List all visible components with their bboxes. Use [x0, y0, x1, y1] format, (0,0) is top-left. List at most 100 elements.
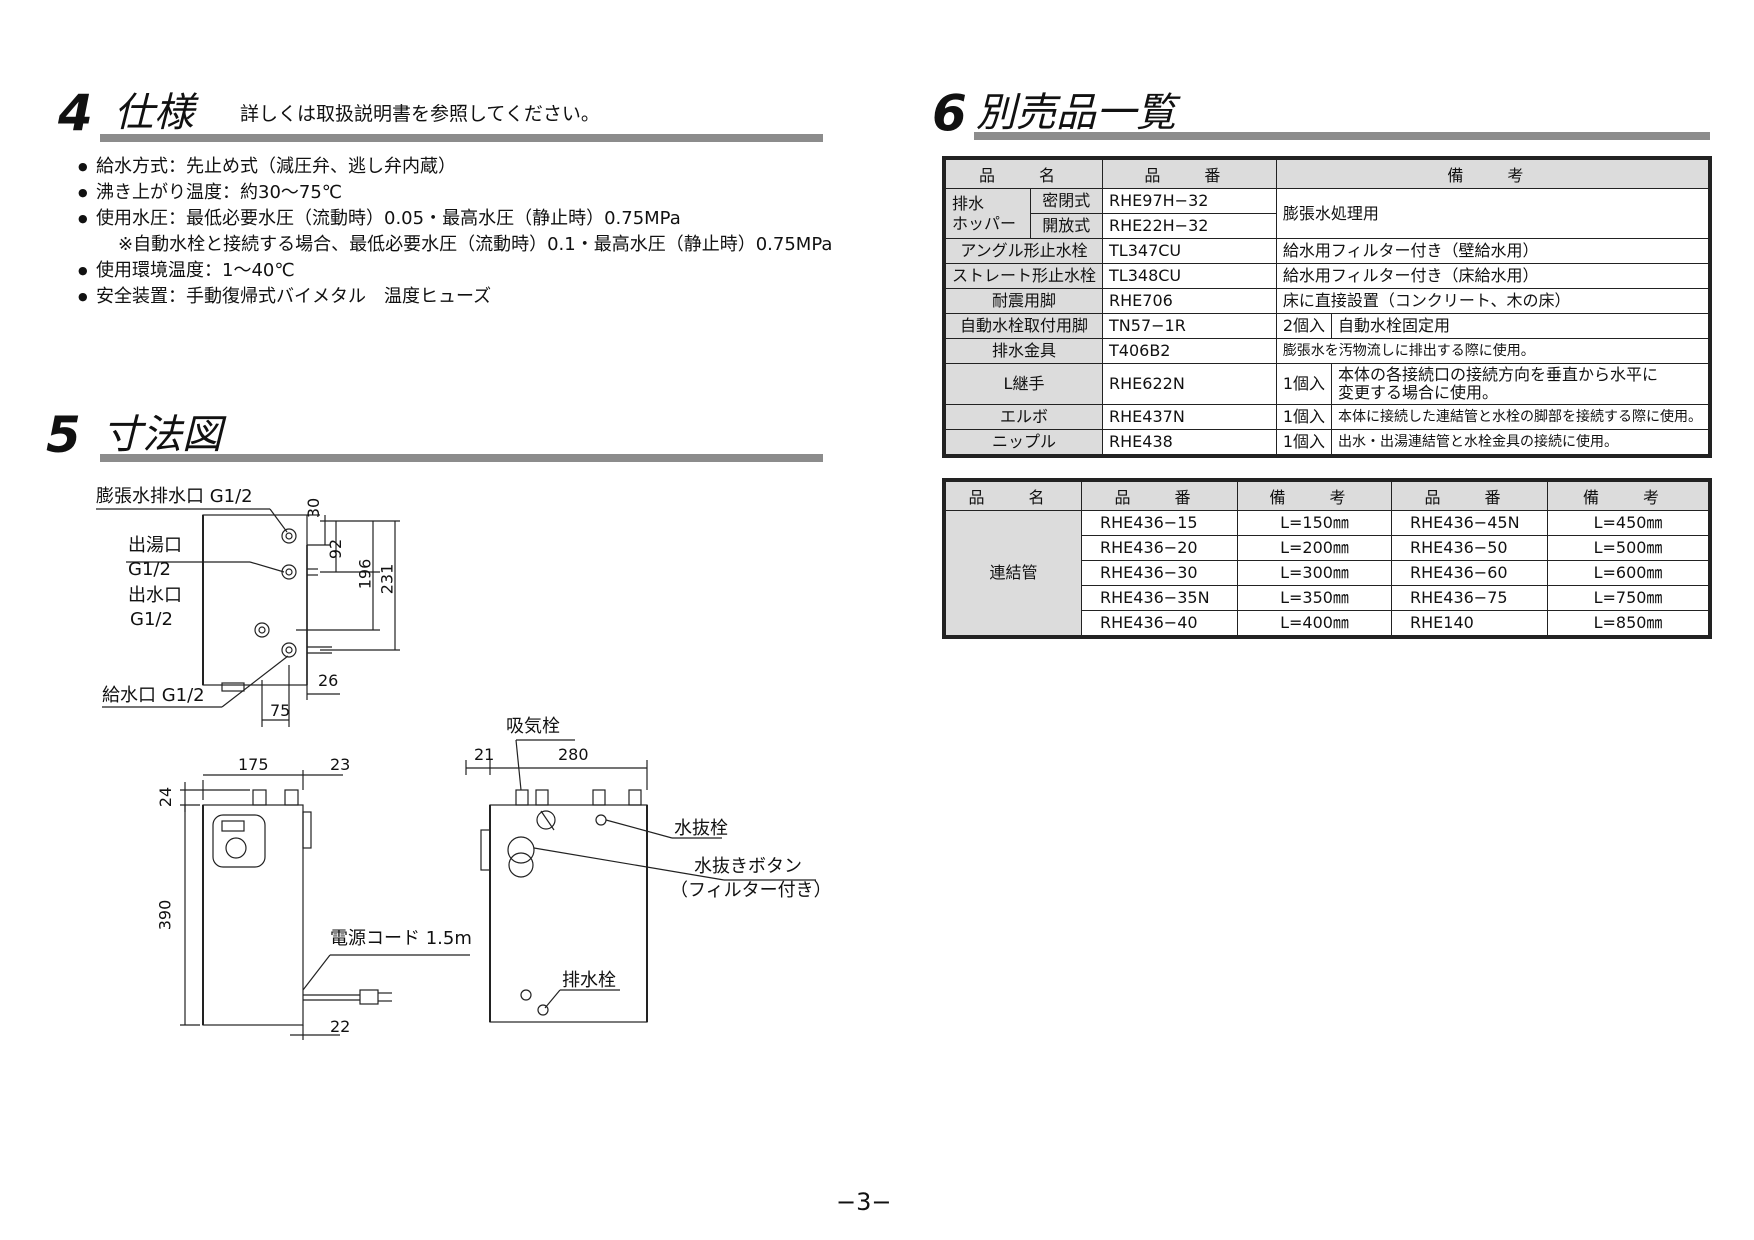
- section-4-header: 4 仕様 詳しくは取扱説明書を参照してください。: [58, 84, 823, 142]
- group-name: 連結管: [945, 510, 1082, 636]
- section-4-subtitle: 詳しくは取扱説明書を参照してください。: [240, 103, 600, 125]
- row-name: ストレート形止水栓: [944, 263, 1104, 289]
- row-name: ニップル: [944, 429, 1104, 455]
- cell-length: L=850㎜: [1547, 610, 1709, 636]
- table-row: エルボ RHE437N 1個入 本体に接続した連結管と水栓の脚部を接続する際に使…: [944, 404, 1709, 430]
- dim-175: 175: [238, 755, 269, 774]
- accessory-table: 品 名 品 番 備 考 排水 ホッパー 密閉式 RHE97H−32 膨張水処理用…: [942, 156, 1712, 458]
- header-code: 品 番: [1102, 159, 1277, 189]
- cell-code: RHE436−50: [1391, 535, 1548, 561]
- row-code: RHE706: [1102, 288, 1277, 314]
- dim-196: 196: [355, 558, 375, 590]
- label-drain-button: 水抜きボタン: [694, 856, 802, 877]
- row-code: TL348CU: [1102, 263, 1277, 289]
- row-qty: 1個入: [1275, 363, 1333, 405]
- cell-code: RHE436−45N: [1391, 510, 1548, 536]
- cell-code: RHE436−20: [1081, 535, 1238, 561]
- spec-item: 沸き上がり温度：約30～75℃: [78, 180, 832, 206]
- row-code: T406B2: [1102, 338, 1277, 364]
- section-6-number: 6: [932, 84, 967, 142]
- row-note-line2: 変更する場合に使用。: [1338, 383, 1499, 402]
- row-qty: 2個入: [1275, 313, 1333, 339]
- section-4-number: 4: [58, 84, 93, 142]
- cell-length: L=150㎜: [1237, 510, 1392, 536]
- row-note: 床に直接設置（コンクリート、木の床）: [1275, 288, 1710, 314]
- table-header: 品 名 品 番 備 考: [944, 159, 1710, 189]
- row-note: 給水用フィルター付き（床給水用）: [1275, 263, 1710, 289]
- page-number: −3−: [836, 1188, 892, 1216]
- table-row: 自動水栓取付用脚 TN57−1R 2個入 自動水栓固定用: [944, 313, 1709, 339]
- label-supply: 給水口 G1/2: [102, 685, 205, 706]
- table-row: L継手 RHE622N 1個入 本体の各接続口の接続方向を垂直から水平に 変更す…: [944, 363, 1709, 405]
- section-5-header: 5 寸法図: [46, 406, 823, 464]
- label-drain-valve: 水抜栓: [674, 818, 728, 839]
- table-row: アングル形止水栓 TL347CU 給水用フィルター付き（壁給水用）: [944, 238, 1710, 264]
- row-name: L継手: [944, 363, 1104, 405]
- connector-table: 品 名 品 番 備 考 品 番 備 考 連結管 RHE436−15 L=150㎜…: [942, 478, 1712, 639]
- row-code: RHE437N: [1102, 404, 1277, 430]
- cell-code: RHE436−75: [1391, 585, 1548, 611]
- dim-231: 231: [377, 563, 397, 595]
- cell-length: L=400㎜: [1237, 610, 1392, 636]
- section-5-bar: [100, 454, 823, 462]
- cell-code: RHE436−40: [1081, 610, 1238, 636]
- cell-code: RHE436−15: [1081, 510, 1238, 536]
- row-note: 本体の各接続口の接続方向を垂直から水平に 変更する場合に使用。: [1331, 363, 1709, 405]
- label-drain-plug: 排水栓: [562, 970, 616, 991]
- spec-item: 安全装置：手動復帰式バイメタル 温度ヒューズ: [78, 284, 832, 310]
- row-note: 給水用フィルター付き（壁給水用）: [1275, 238, 1710, 264]
- cell-length: L=500㎜: [1547, 535, 1709, 561]
- table-row: 耐震用脚 RHE706 床に直接設置（コンクリート、木の床）: [944, 288, 1710, 314]
- dim-92: 92: [326, 538, 346, 560]
- header-note: 備 考: [1237, 481, 1392, 511]
- row-qty: 1個入: [1275, 404, 1333, 430]
- section-5-title: 寸法図: [102, 412, 222, 458]
- hopper-note: 膨張水処理用: [1275, 188, 1710, 239]
- header-code: 品 番: [1081, 481, 1238, 511]
- section-4-title: 仕様: [114, 90, 194, 136]
- header-name: 品 名: [945, 481, 1082, 511]
- section-6-bar: [974, 132, 1710, 140]
- cell-length: L=750㎜: [1547, 585, 1709, 611]
- section-6-title: 別売品一覧: [976, 90, 1176, 136]
- row-qty: 1個入: [1275, 429, 1333, 455]
- row-name: 排水金具: [944, 338, 1104, 364]
- spec-note: ※自動水栓と接続する場合、最低必要水圧（流動時）0.1・最高水圧（静止時）0.7…: [118, 234, 833, 255]
- row-code: TN57−1R: [1102, 313, 1277, 339]
- label-hot-out-size: G1/2: [128, 559, 171, 580]
- row-code: TL347CU: [1102, 238, 1277, 264]
- cell-length: L=600㎜: [1547, 560, 1709, 586]
- spec-list: 給水方式：先止め式（減圧弁、逃し弁内蔵） 沸き上がり温度：約30～75℃ 使用水…: [78, 154, 832, 310]
- header-name: 品 名: [944, 159, 1104, 189]
- row-note: 本体に接続した連結管と水栓の脚部を接続する際に使用。: [1331, 404, 1709, 430]
- row-name: エルボ: [944, 404, 1104, 430]
- row-name: アングル形止水栓: [944, 238, 1104, 264]
- table-row: RHE436−30 L=300㎜ RHE436−60 L=600㎜: [946, 560, 1709, 586]
- dim-30: 30: [304, 497, 324, 519]
- cell-length: L=450㎜: [1547, 510, 1709, 536]
- dim-75: 75: [270, 701, 291, 720]
- row-note: 膨張水を汚物流しに排出する際に使用。: [1275, 338, 1710, 364]
- section-4-bar: [100, 134, 823, 142]
- cell-code: RHE436−30: [1081, 560, 1238, 586]
- hopper-name-line1: 排水: [952, 193, 985, 213]
- table-row: RHE436−40 L=400㎜ RHE140 L=850㎜: [946, 610, 1709, 636]
- table-row: 連結管 RHE436−15 L=150㎜ RHE436−45N L=450㎜: [945, 510, 1709, 636]
- cell-length: L=200㎜: [1237, 535, 1392, 561]
- label-hot-out: 出湯口: [128, 535, 182, 556]
- section-5-number: 5: [46, 406, 81, 464]
- cell-length: L=300㎜: [1237, 560, 1392, 586]
- cell-length: L=350㎜: [1237, 585, 1392, 611]
- dim-26: 26: [318, 671, 339, 690]
- cell-code: RHE436−60: [1391, 560, 1548, 586]
- table-row: ストレート形止水栓 TL348CU 給水用フィルター付き（床給水用）: [944, 263, 1710, 289]
- table-row: RHE436−35N L=350㎜ RHE436−75 L=750㎜: [946, 585, 1709, 611]
- row-note: 自動水栓固定用: [1331, 313, 1709, 339]
- row-code: RHE438: [1102, 429, 1277, 455]
- label-water-out: 出水口: [128, 585, 182, 606]
- header-note: 備 考: [1275, 159, 1710, 189]
- table-header: 品 名 品 番 備 考 品 番 備 考: [945, 481, 1709, 511]
- cell-code: RHE140: [1391, 610, 1548, 636]
- hopper-code: RHE97H−32: [1102, 188, 1277, 214]
- cell-code: RHE436−35N: [1081, 585, 1238, 611]
